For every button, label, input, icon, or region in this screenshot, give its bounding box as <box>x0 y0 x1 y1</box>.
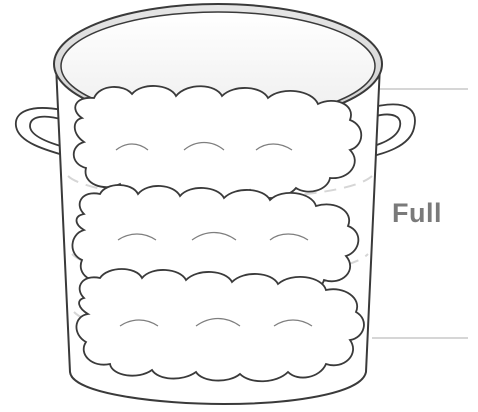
food-detail-lines <box>115 141 313 327</box>
food-layer-bottom <box>75 268 365 383</box>
full-label: Full <box>392 198 442 228</box>
food-layer-top <box>72 85 363 200</box>
dashed-level-1 <box>67 175 373 200</box>
